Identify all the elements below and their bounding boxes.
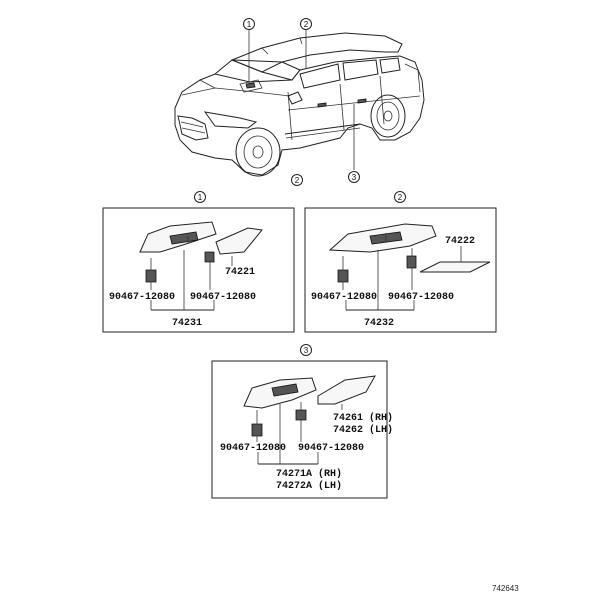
svg-text:2: 2: [398, 193, 403, 202]
clip-right: [204, 251, 215, 263]
panel-1-callout: 1: [194, 191, 206, 203]
fastener-right-label: 90467-12080: [388, 292, 454, 303]
svg-text:3: 3: [352, 173, 357, 182]
svg-text:2: 2: [295, 176, 300, 185]
part-number-74272A: 74272A (LH): [276, 480, 342, 492]
fastener-right-label: 90467-12080: [190, 292, 256, 303]
panel-3-callout: 3: [300, 344, 312, 356]
part-number-74222: 74222: [445, 236, 475, 247]
part-number-74221: 74221: [225, 267, 255, 278]
panel-2: 2 74222 90467-12080 90467-12080 74232: [304, 191, 497, 333]
part-number-74261: 74261 (RH): [333, 412, 393, 424]
panel-1: 1 74221 90467-12080 90467-12080 74231: [102, 191, 295, 333]
part-number-74262: 74262 (LH): [333, 424, 393, 436]
panel-1-frame: [102, 207, 295, 333]
fastener-left-label: 90467-12080: [220, 443, 286, 454]
overview-callout-1: 1: [243, 18, 255, 30]
clip-right: [406, 255, 417, 269]
svg-text:1: 1: [198, 193, 203, 202]
panel-2-callout: 2: [394, 191, 406, 203]
clip-left: [251, 423, 263, 437]
panel-2-frame: [304, 207, 497, 333]
svg-text:1: 1: [247, 20, 252, 29]
trim-panel-74222: [419, 261, 491, 273]
fastener-left-label: 90467-12080: [109, 292, 175, 303]
switch-button: [169, 231, 199, 245]
overview-callout-3: 3: [348, 171, 360, 183]
trim-panel-74221: [215, 227, 263, 255]
panel-3: 3 74261 (RH) 74262 (LH) 90467-12080 9046…: [211, 344, 393, 499]
overview-callout-2-far-side: 2: [291, 174, 303, 186]
trim-panel-74261: [317, 375, 376, 405]
svg-text:3: 3: [304, 346, 309, 355]
switch-button: [271, 383, 299, 397]
overview-leader-lines: [248, 30, 355, 170]
part-number-74271A: 74271A (RH): [276, 468, 342, 480]
clip-right: [295, 409, 307, 421]
fastener-left-label: 90467-12080: [311, 292, 377, 303]
part-number-74232: 74232: [364, 318, 394, 329]
fastener-right-label: 90467-12080: [298, 443, 364, 454]
clip-left: [145, 269, 157, 283]
clip-left: [337, 269, 349, 283]
overview-callout-2: 2: [300, 18, 312, 30]
part-number-74231: 74231: [172, 318, 202, 329]
car-illustration: [174, 32, 425, 177]
diagram-id: 742643: [492, 584, 519, 593]
panel-3-frame: [211, 360, 388, 499]
svg-text:2: 2: [304, 20, 309, 29]
